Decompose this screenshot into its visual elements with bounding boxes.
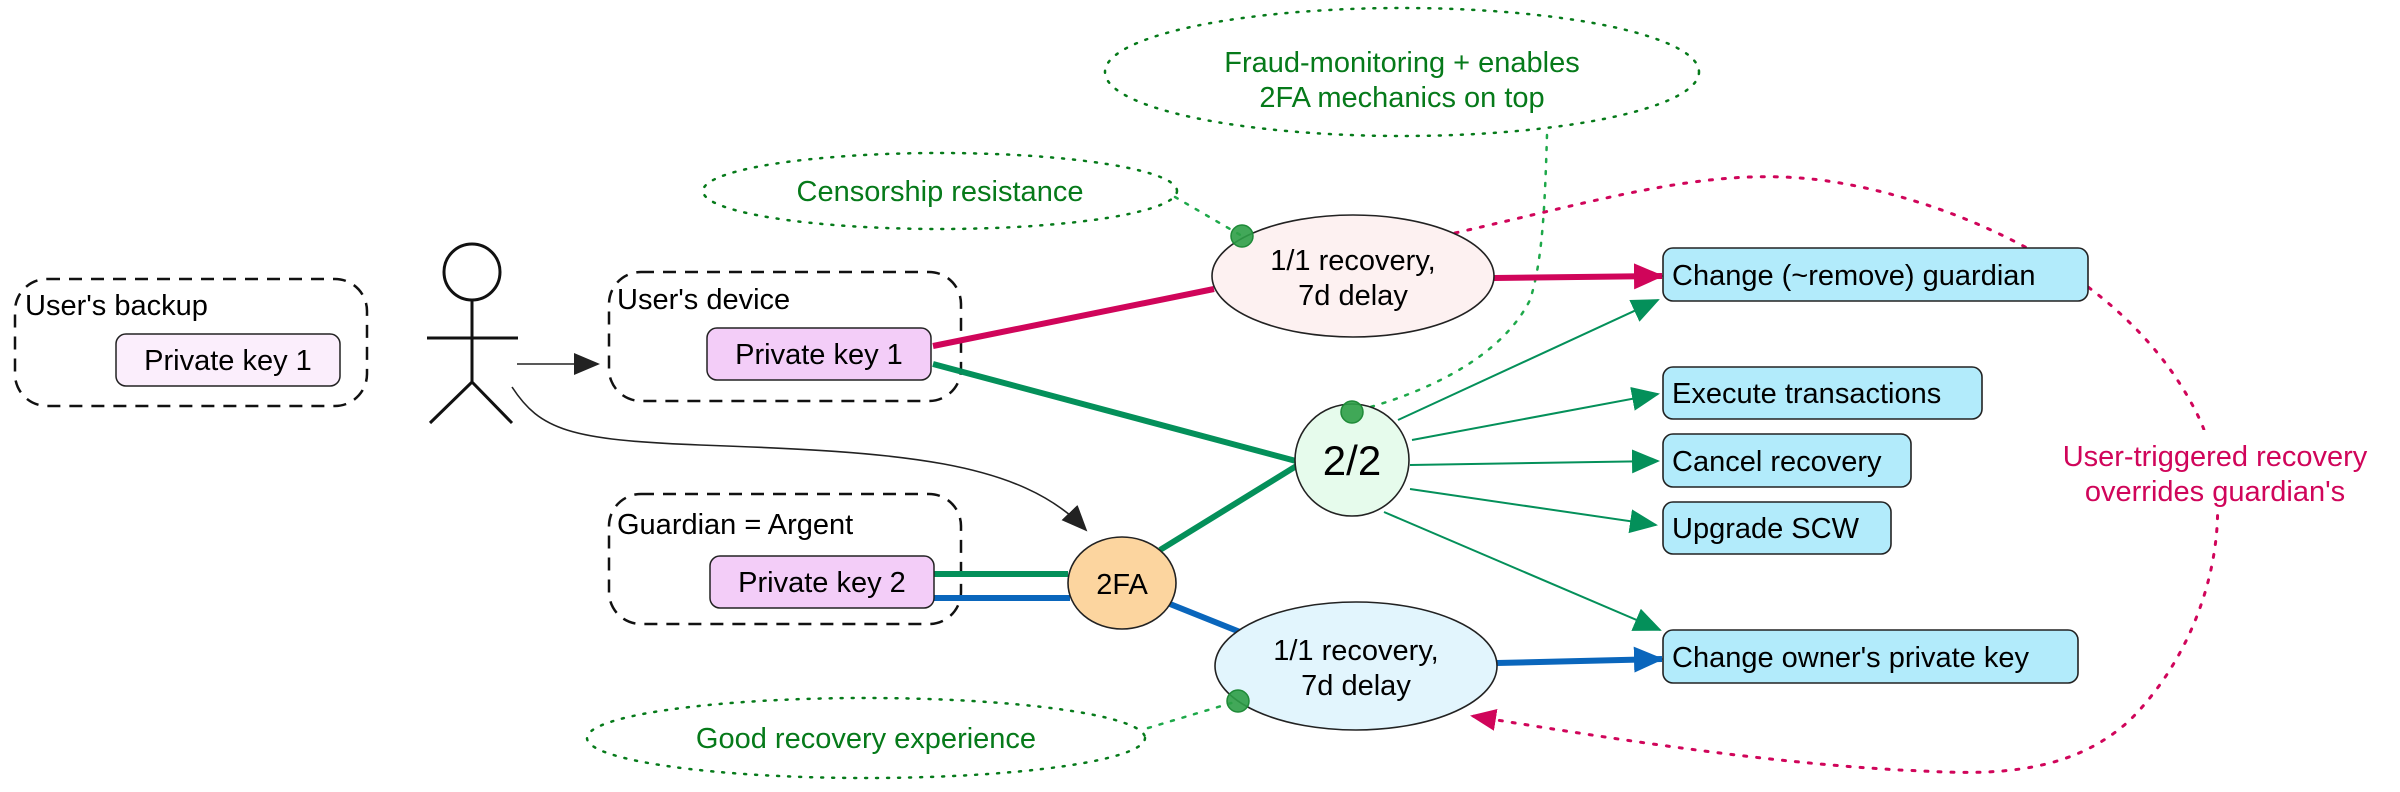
note-fraud-monitoring: Fraud-monitoring + enables 2FA mechanics…: [1103, 6, 1701, 138]
group-users-backup: User's backup Private key 1: [13, 277, 369, 408]
group-guardian-title: Guardian = Argent: [617, 509, 853, 541]
backup-private-key-label: Private key 1: [144, 345, 312, 377]
action-upgrade-scw[interactable]: Upgrade SCW: [1662, 501, 1892, 555]
node-recovery-bottom-line-1: 1/1 recovery,: [1273, 635, 1438, 667]
group-users-device: User's device: [607, 270, 963, 403]
edge-recovery-top-to-change-guardian: [1493, 263, 1664, 290]
guardian-private-key-label: Private key 2: [738, 567, 906, 599]
action-change-owner-key-label: Change owner's private key: [1672, 642, 2029, 674]
edge-2fa-to-2of2: [1158, 462, 1300, 553]
edge-2of2-to-cancel: [1409, 449, 1660, 474]
node-recovery-top-line-1: 1/1 recovery,: [1270, 245, 1435, 277]
user-actor-icon: [427, 242, 518, 425]
edge-2of2-to-change-owner: [1383, 511, 1662, 631]
action-cancel-recovery[interactable]: Cancel recovery: [1662, 433, 1912, 488]
note-good-recovery: Good recovery experience: [585, 696, 1147, 780]
node-recovery-bottom-line-2: 7d delay: [1301, 670, 1411, 702]
note-fraud-line-2: 2FA mechanics on top: [1259, 82, 1544, 114]
actor-to-2fa-arrow: [511, 386, 1088, 532]
edge-2of2-to-execute: [1411, 386, 1660, 441]
override-label-line-1: User-triggered recovery: [2063, 441, 2368, 473]
group-users-backup-title: User's backup: [25, 290, 208, 322]
node-recovery-bottom[interactable]: 1/1 recovery, 7d delay: [1214, 601, 1498, 731]
note-censorship-resistance: Censorship resistance: [701, 151, 1179, 231]
device-private-key[interactable]: Private key 1: [706, 327, 932, 381]
action-change-guardian-label: Change (~remove) guardian: [1672, 260, 2036, 292]
good-recovery-connector: [1146, 699, 1240, 730]
action-change-owner-key[interactable]: Change owner's private key: [1662, 629, 2079, 684]
edge-2of2-to-upgrade: [1409, 488, 1658, 534]
node-2of2-label: 2/2: [1323, 437, 1381, 484]
note-censorship-text: Censorship resistance: [797, 176, 1084, 208]
action-cancel-recovery-label: Cancel recovery: [1672, 446, 1882, 478]
action-change-guardian[interactable]: Change (~remove) guardian: [1662, 247, 2089, 302]
fraud-connector: [1350, 133, 1549, 414]
edge-2of2-to-change-guardian: [1397, 299, 1660, 421]
connector-dot-good-recovery: [1226, 689, 1250, 713]
device-private-key-label: Private key 1: [735, 339, 903, 371]
connector-dot-censorship: [1230, 224, 1254, 248]
override-curve: [1453, 175, 2220, 774]
action-execute-transactions-label: Execute transactions: [1672, 378, 1941, 410]
action-upgrade-scw-label: Upgrade SCW: [1672, 513, 1860, 545]
action-execute-transactions[interactable]: Execute transactions: [1662, 366, 1983, 420]
edge-2fa-to-recovery-bottom: [1168, 601, 1242, 635]
edge-key1-to-2of2: [932, 361, 1297, 464]
edge-recovery-bottom-to-change-owner: [1496, 646, 1664, 673]
override-label-bg: [2040, 430, 2390, 510]
group-guardian: Guardian = Argent: [607, 492, 963, 626]
node-2fa-label: 2FA: [1096, 569, 1148, 601]
censorship-connector: [1173, 195, 1244, 238]
connector-dot-fraud: [1340, 400, 1364, 424]
note-good-recovery-text: Good recovery experience: [696, 723, 1036, 755]
node-2fa[interactable]: 2FA: [1067, 536, 1177, 630]
group-users-device-title: User's device: [617, 284, 790, 316]
edge-key1-to-recovery-top: [932, 286, 1215, 349]
node-recovery-top[interactable]: 1/1 recovery, 7d delay: [1211, 214, 1495, 338]
override-label-line-2: overrides guardian's: [2085, 476, 2345, 508]
note-fraud-line-1: Fraud-monitoring + enables: [1224, 47, 1579, 79]
guardian-private-key[interactable]: Private key 2: [709, 555, 935, 609]
backup-private-key-box[interactable]: [115, 333, 341, 387]
node-recovery-top-line-2: 7d delay: [1298, 280, 1408, 312]
